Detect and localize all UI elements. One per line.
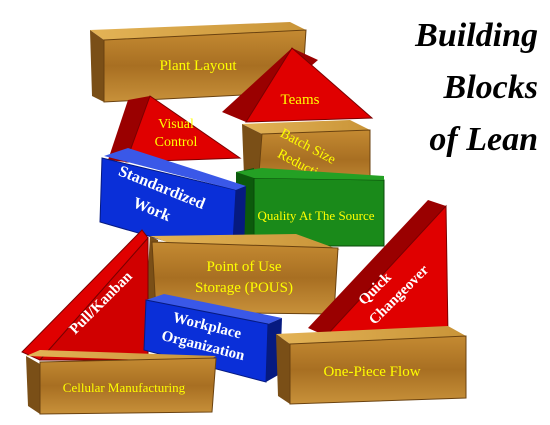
quality-label: Quality At The Source — [257, 208, 374, 223]
block-one-piece-flow: One-Piece Flow — [276, 326, 467, 405]
title-line-1: Building — [414, 17, 538, 54]
plant-layout-top — [90, 22, 306, 40]
teams-front — [245, 47, 374, 123]
plant-layout-side — [90, 30, 104, 102]
cellular-label: Cellular Manufacturing — [63, 380, 186, 395]
visual-control-front — [125, 95, 242, 163]
one-piece-side — [276, 334, 290, 404]
visual-control-side — [108, 96, 150, 162]
batch-top — [242, 120, 370, 134]
block-cellular: Cellular Manufacturing — [26, 350, 217, 415]
block-quality: Quality At The Source — [236, 168, 385, 247]
pous-label-2: Storage (POUS) — [195, 280, 293, 296]
pull-kanban-front — [38, 236, 149, 361]
one-piece-front — [289, 335, 467, 405]
workplace-top — [146, 294, 282, 324]
visual-control-label-2: Control — [155, 135, 198, 150]
quick-side — [308, 200, 446, 336]
block-teams: Teams — [222, 47, 374, 123]
plant-layout-label: Plant Layout — [159, 58, 237, 74]
teams-label: Teams — [281, 92, 320, 108]
block-workplace-org: Workplace Organization — [143, 294, 282, 383]
block-quick-changeover: Quick Changeover — [308, 200, 449, 337]
title-line-2: Blocks — [443, 69, 538, 106]
visual-control-label-1: Visual — [158, 117, 194, 132]
cellular-front — [39, 357, 217, 415]
pous-label-1: Point of Use — [207, 259, 282, 275]
one-piece-label: One-Piece Flow — [323, 364, 420, 380]
block-visual-control: Visual Control — [108, 95, 242, 163]
standardized-top — [104, 148, 246, 190]
block-pous: Point of Use Storage (POUS) — [146, 234, 340, 315]
block-pull-kanban: Pull/Kanban — [21, 229, 149, 361]
cellular-side — [26, 356, 40, 414]
one-piece-top — [276, 326, 466, 344]
title-block: Building Blocks of Lean — [414, 17, 538, 158]
quality-top — [236, 168, 384, 180]
title-line-3: of Lean — [429, 121, 538, 158]
